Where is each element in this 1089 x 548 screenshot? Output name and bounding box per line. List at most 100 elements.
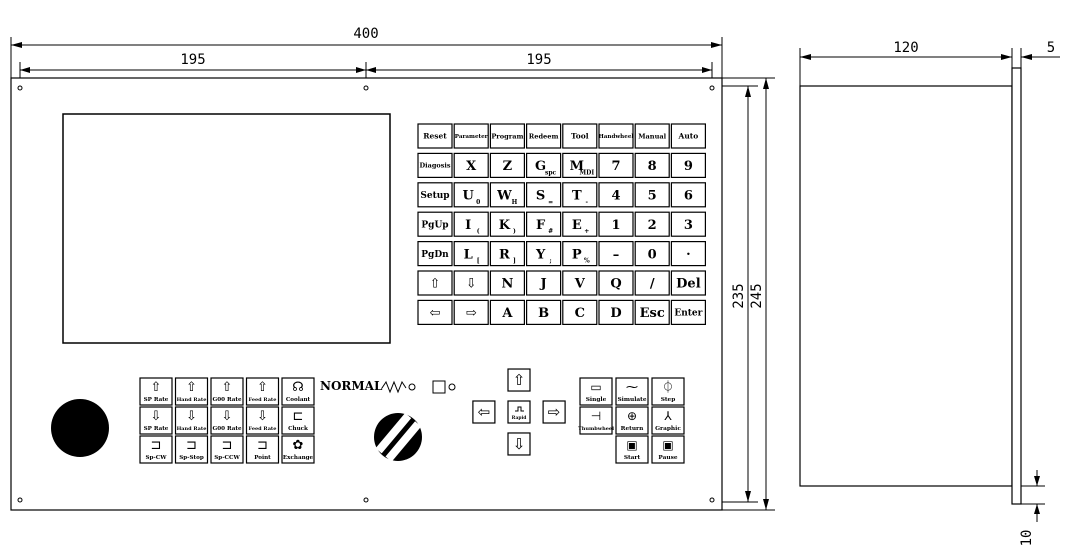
cycle-button-start[interactable]: ▣Start	[615, 435, 649, 464]
override-button-label: Chuck	[288, 426, 308, 432]
key-pgdn[interactable]: PgDn	[417, 241, 453, 267]
key-k[interactable]: K)	[489, 211, 525, 237]
cycle-button-return[interactable]: ⊕Return	[615, 406, 649, 435]
key-j[interactable]: J	[525, 270, 562, 296]
key-e[interactable]: E+	[562, 211, 598, 237]
key-symbol[interactable]: ·	[670, 241, 707, 267]
override-button-point[interactable]: ⊐Point	[245, 435, 280, 464]
key-q[interactable]: Q	[598, 270, 634, 296]
key-frame	[525, 299, 562, 325]
key-n[interactable]: N	[489, 270, 525, 296]
override-button-coolant[interactable]: ☊Coolant	[281, 377, 315, 406]
override-button-hand-rate[interactable]: ⇧Hand Rate	[174, 377, 209, 406]
dim-left-half-label: 195	[180, 52, 205, 68]
key-7[interactable]: 7	[598, 152, 634, 178]
key-6[interactable]: 6	[670, 182, 707, 208]
override-button-feed-rate[interactable]: ⇧Feed Rate	[245, 377, 280, 406]
key-symbol[interactable]: –	[598, 241, 634, 267]
override-button-sp-stop[interactable]: ⊐Sp-Stop	[174, 435, 209, 464]
key-v[interactable]: V	[562, 270, 598, 296]
jog-down-button[interactable]: ⇩	[507, 432, 531, 456]
key-0[interactable]: 0	[634, 241, 670, 267]
key-8[interactable]: 8	[634, 152, 670, 178]
cycle-button-simulate[interactable]: ⁓Simulate	[615, 377, 649, 406]
override-button-sp-rate[interactable]: ⇩SP Rate	[139, 406, 173, 435]
key-c[interactable]: C	[562, 299, 598, 325]
button-frame	[174, 406, 209, 435]
key-symbol[interactable]: ⇨	[453, 299, 489, 325]
key-label: Z	[503, 159, 513, 174]
cycle-button-single[interactable]: ▭Single	[579, 377, 613, 406]
override-button-sp-rate[interactable]: ⇧SP Rate	[139, 377, 173, 406]
cycle-button-graphic[interactable]: ⅄Graphic	[651, 406, 685, 435]
key-esc[interactable]: Esc	[634, 299, 670, 325]
key-y[interactable]: Y;	[525, 241, 562, 267]
key-p[interactable]: P%	[562, 241, 598, 267]
key-del[interactable]: Del	[670, 270, 707, 296]
dim-flange-bottom-label: 10	[1019, 530, 1035, 547]
override-button-chuck[interactable]: ⊏Chuck	[281, 406, 315, 435]
key-reset[interactable]: Reset	[417, 123, 453, 149]
override-button-g00-rate[interactable]: ⇧G00 Rate	[210, 377, 244, 406]
key-program[interactable]: Program	[489, 123, 525, 149]
handwheel[interactable]	[51, 399, 109, 457]
key-d[interactable]: D	[598, 299, 634, 325]
key-4[interactable]: 4	[598, 182, 634, 208]
override-button-label: Sp-CW	[145, 455, 167, 461]
override-button-g00-rate[interactable]: ⇩G00 Rate	[210, 406, 244, 435]
key-l[interactable]: L[	[453, 241, 489, 267]
key-5[interactable]: 5	[634, 182, 670, 208]
key-frame	[417, 123, 453, 149]
key-frame	[417, 211, 453, 237]
key-redeem[interactable]: Redeem	[525, 123, 562, 149]
jog-center-button[interactable]: Rapid	[507, 400, 531, 424]
key-z[interactable]: Z	[489, 152, 525, 178]
cycle-button-thumbwheel[interactable]: ⊣Thumbwheel	[578, 406, 614, 435]
key-r[interactable]: R]	[489, 241, 525, 267]
key-f[interactable]: F#	[525, 211, 562, 237]
jog-left-button[interactable]: ⇦	[472, 400, 496, 424]
key-i[interactable]: I(	[453, 211, 489, 237]
jog-up-button[interactable]: ⇧	[507, 368, 531, 392]
key-setup[interactable]: Setup	[417, 182, 453, 208]
key-s[interactable]: S=	[525, 182, 562, 208]
dim-inner-height-label: 235	[731, 283, 747, 308]
override-button-sp-cw[interactable]: ⊐Sp-CW	[139, 435, 173, 464]
key-symbol[interactable]: /	[634, 270, 670, 296]
key-auto[interactable]: Auto	[670, 123, 707, 149]
override-button-feed-rate[interactable]: ⇩Feed Rate	[245, 406, 280, 435]
override-button-sp-ccw[interactable]: ⊐Sp-CCW	[210, 435, 244, 464]
key-b[interactable]: B	[525, 299, 562, 325]
jog-right-button[interactable]: ⇨	[542, 400, 566, 424]
key-pgup[interactable]: PgUp	[417, 211, 453, 237]
key-a[interactable]: A	[489, 299, 525, 325]
cycle-button-pause[interactable]: ▣Pause	[651, 435, 685, 464]
key-label: ⇦	[430, 306, 441, 321]
key-frame	[562, 211, 598, 237]
key-9[interactable]: 9	[670, 152, 707, 178]
key-x[interactable]: X	[453, 152, 489, 178]
override-button-exchange[interactable]: ✿Exchange	[281, 435, 315, 464]
key-handwheel[interactable]: Handwheel	[598, 123, 634, 149]
key-diagosis[interactable]: Diagosis	[417, 152, 453, 178]
override-symbol-icon: ⇩	[222, 409, 233, 424]
cycle-button-step[interactable]: ⏀Step	[651, 377, 685, 406]
key-3[interactable]: 3	[670, 211, 707, 237]
override-button-hand-rate[interactable]: ⇩Hand Rate	[174, 406, 209, 435]
key-2[interactable]: 2	[634, 211, 670, 237]
key-symbol[interactable]: ⇩	[453, 270, 489, 296]
key-symbol[interactable]: ⇧	[417, 270, 453, 296]
key-parameter[interactable]: Parameter	[453, 123, 489, 149]
key-manual[interactable]: Manual	[634, 123, 670, 149]
key-symbol[interactable]: ⇦	[417, 299, 453, 325]
rotary-knob[interactable]	[374, 412, 422, 462]
key-enter[interactable]: Enter	[670, 299, 707, 325]
key-t[interactable]: T-	[562, 182, 598, 208]
key-1[interactable]: 1	[598, 211, 634, 237]
button-frame	[139, 435, 173, 464]
key-tool[interactable]: Tool	[562, 123, 598, 149]
